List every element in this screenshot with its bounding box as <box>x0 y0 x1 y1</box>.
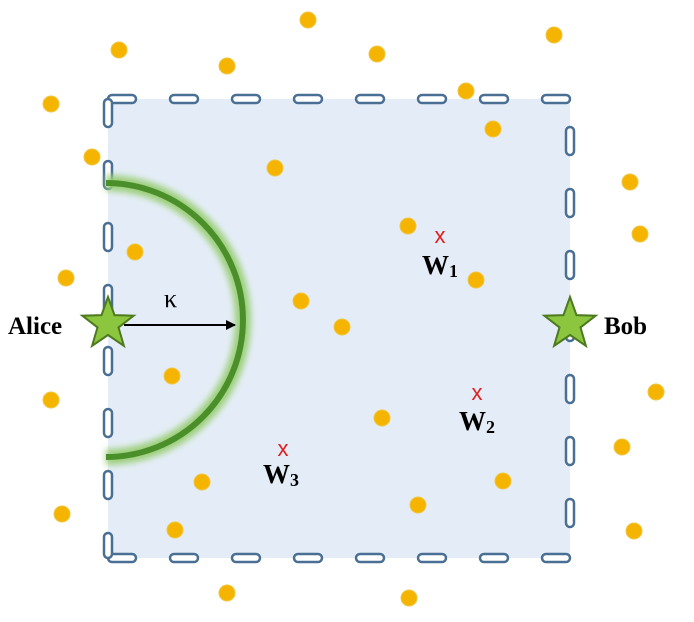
border-dash <box>102 531 114 560</box>
border-dash <box>292 552 324 564</box>
bob-star-icon <box>541 294 599 349</box>
node-dot-icon <box>57 269 75 287</box>
node-dot-icon <box>266 159 284 177</box>
node-dot-icon <box>613 438 631 456</box>
border-dash <box>564 373 576 405</box>
warden-1: x W1 <box>422 223 458 281</box>
border-dash <box>564 435 576 467</box>
border-dash <box>230 552 262 564</box>
node-dot-icon <box>399 217 417 235</box>
node-dot-icon <box>110 41 128 59</box>
border-dash <box>478 93 510 105</box>
border-dash <box>354 93 386 105</box>
border-dash <box>102 345 114 377</box>
bob-label: Bob <box>604 313 647 340</box>
node-dot-icon <box>218 57 236 75</box>
radius-label: κ <box>164 284 177 313</box>
node-dot-icon <box>467 271 485 289</box>
node-dot-icon <box>193 473 211 491</box>
node-dot-icon <box>545 26 563 44</box>
border-dash <box>230 93 262 105</box>
border-dash <box>292 93 324 105</box>
node-dot-icon <box>484 120 502 138</box>
warden-3-label: W3 <box>263 459 299 490</box>
border-dash <box>168 93 200 105</box>
border-dash <box>354 552 386 564</box>
node-dot-icon <box>409 496 427 514</box>
node-dot-icon <box>42 391 60 409</box>
warden-2-cross-icon: x <box>472 380 483 405</box>
border-dash <box>102 469 114 501</box>
node-dot-icon <box>368 45 386 63</box>
border-dash <box>102 407 114 439</box>
alice-label: Alice <box>8 313 62 340</box>
warden-3-letter: W <box>263 459 290 489</box>
border-dash <box>564 187 576 219</box>
border-dash <box>416 93 448 105</box>
node-dots <box>42 11 665 607</box>
node-dot-icon <box>163 367 181 385</box>
coverage-arc <box>105 180 246 460</box>
node-dot-icon <box>292 292 310 310</box>
border-dash <box>564 125 576 157</box>
warden-1-cross-icon: x <box>435 223 446 248</box>
node-dot-icon <box>83 148 101 166</box>
node-dot-icon <box>647 383 665 401</box>
node-dot-icon <box>631 225 649 243</box>
node-dot-icon <box>218 584 236 602</box>
warden-3: x W3 <box>263 436 299 490</box>
border-dash <box>540 552 572 564</box>
border-dash <box>168 552 200 564</box>
node-dot-icon <box>333 318 351 336</box>
node-dot-icon <box>621 173 639 191</box>
warden-2-subscript: 2 <box>486 417 495 437</box>
node-dot-icon <box>299 11 317 29</box>
node-dot-icon <box>42 95 60 113</box>
border-dash <box>416 552 448 564</box>
warden-1-label: W1 <box>422 250 458 281</box>
node-dot-icon <box>126 243 144 261</box>
border-dash <box>102 97 114 129</box>
node-dot-icon <box>494 472 512 490</box>
border-dash <box>102 221 114 253</box>
warden-2-label: W2 <box>459 406 495 437</box>
warden-1-subscript: 1 <box>449 261 458 281</box>
node-dot-icon <box>625 522 643 540</box>
node-dot-icon <box>457 82 475 100</box>
node-dot-icon <box>400 589 418 607</box>
border-dash <box>564 249 576 281</box>
border-dash <box>564 497 576 529</box>
border-dash <box>540 93 572 105</box>
node-dot-icon <box>166 521 184 539</box>
node-dot-icon <box>53 505 71 523</box>
warden-3-cross-icon: x <box>278 436 289 461</box>
warden-3-subscript: 3 <box>290 470 299 490</box>
alice-star-icon <box>79 294 137 349</box>
node-dot-icon <box>373 409 391 427</box>
warden-1-letter: W <box>422 250 449 280</box>
warden-2-letter: W <box>459 406 486 436</box>
warden-2: x W2 <box>459 380 495 437</box>
border-dash <box>478 552 510 564</box>
